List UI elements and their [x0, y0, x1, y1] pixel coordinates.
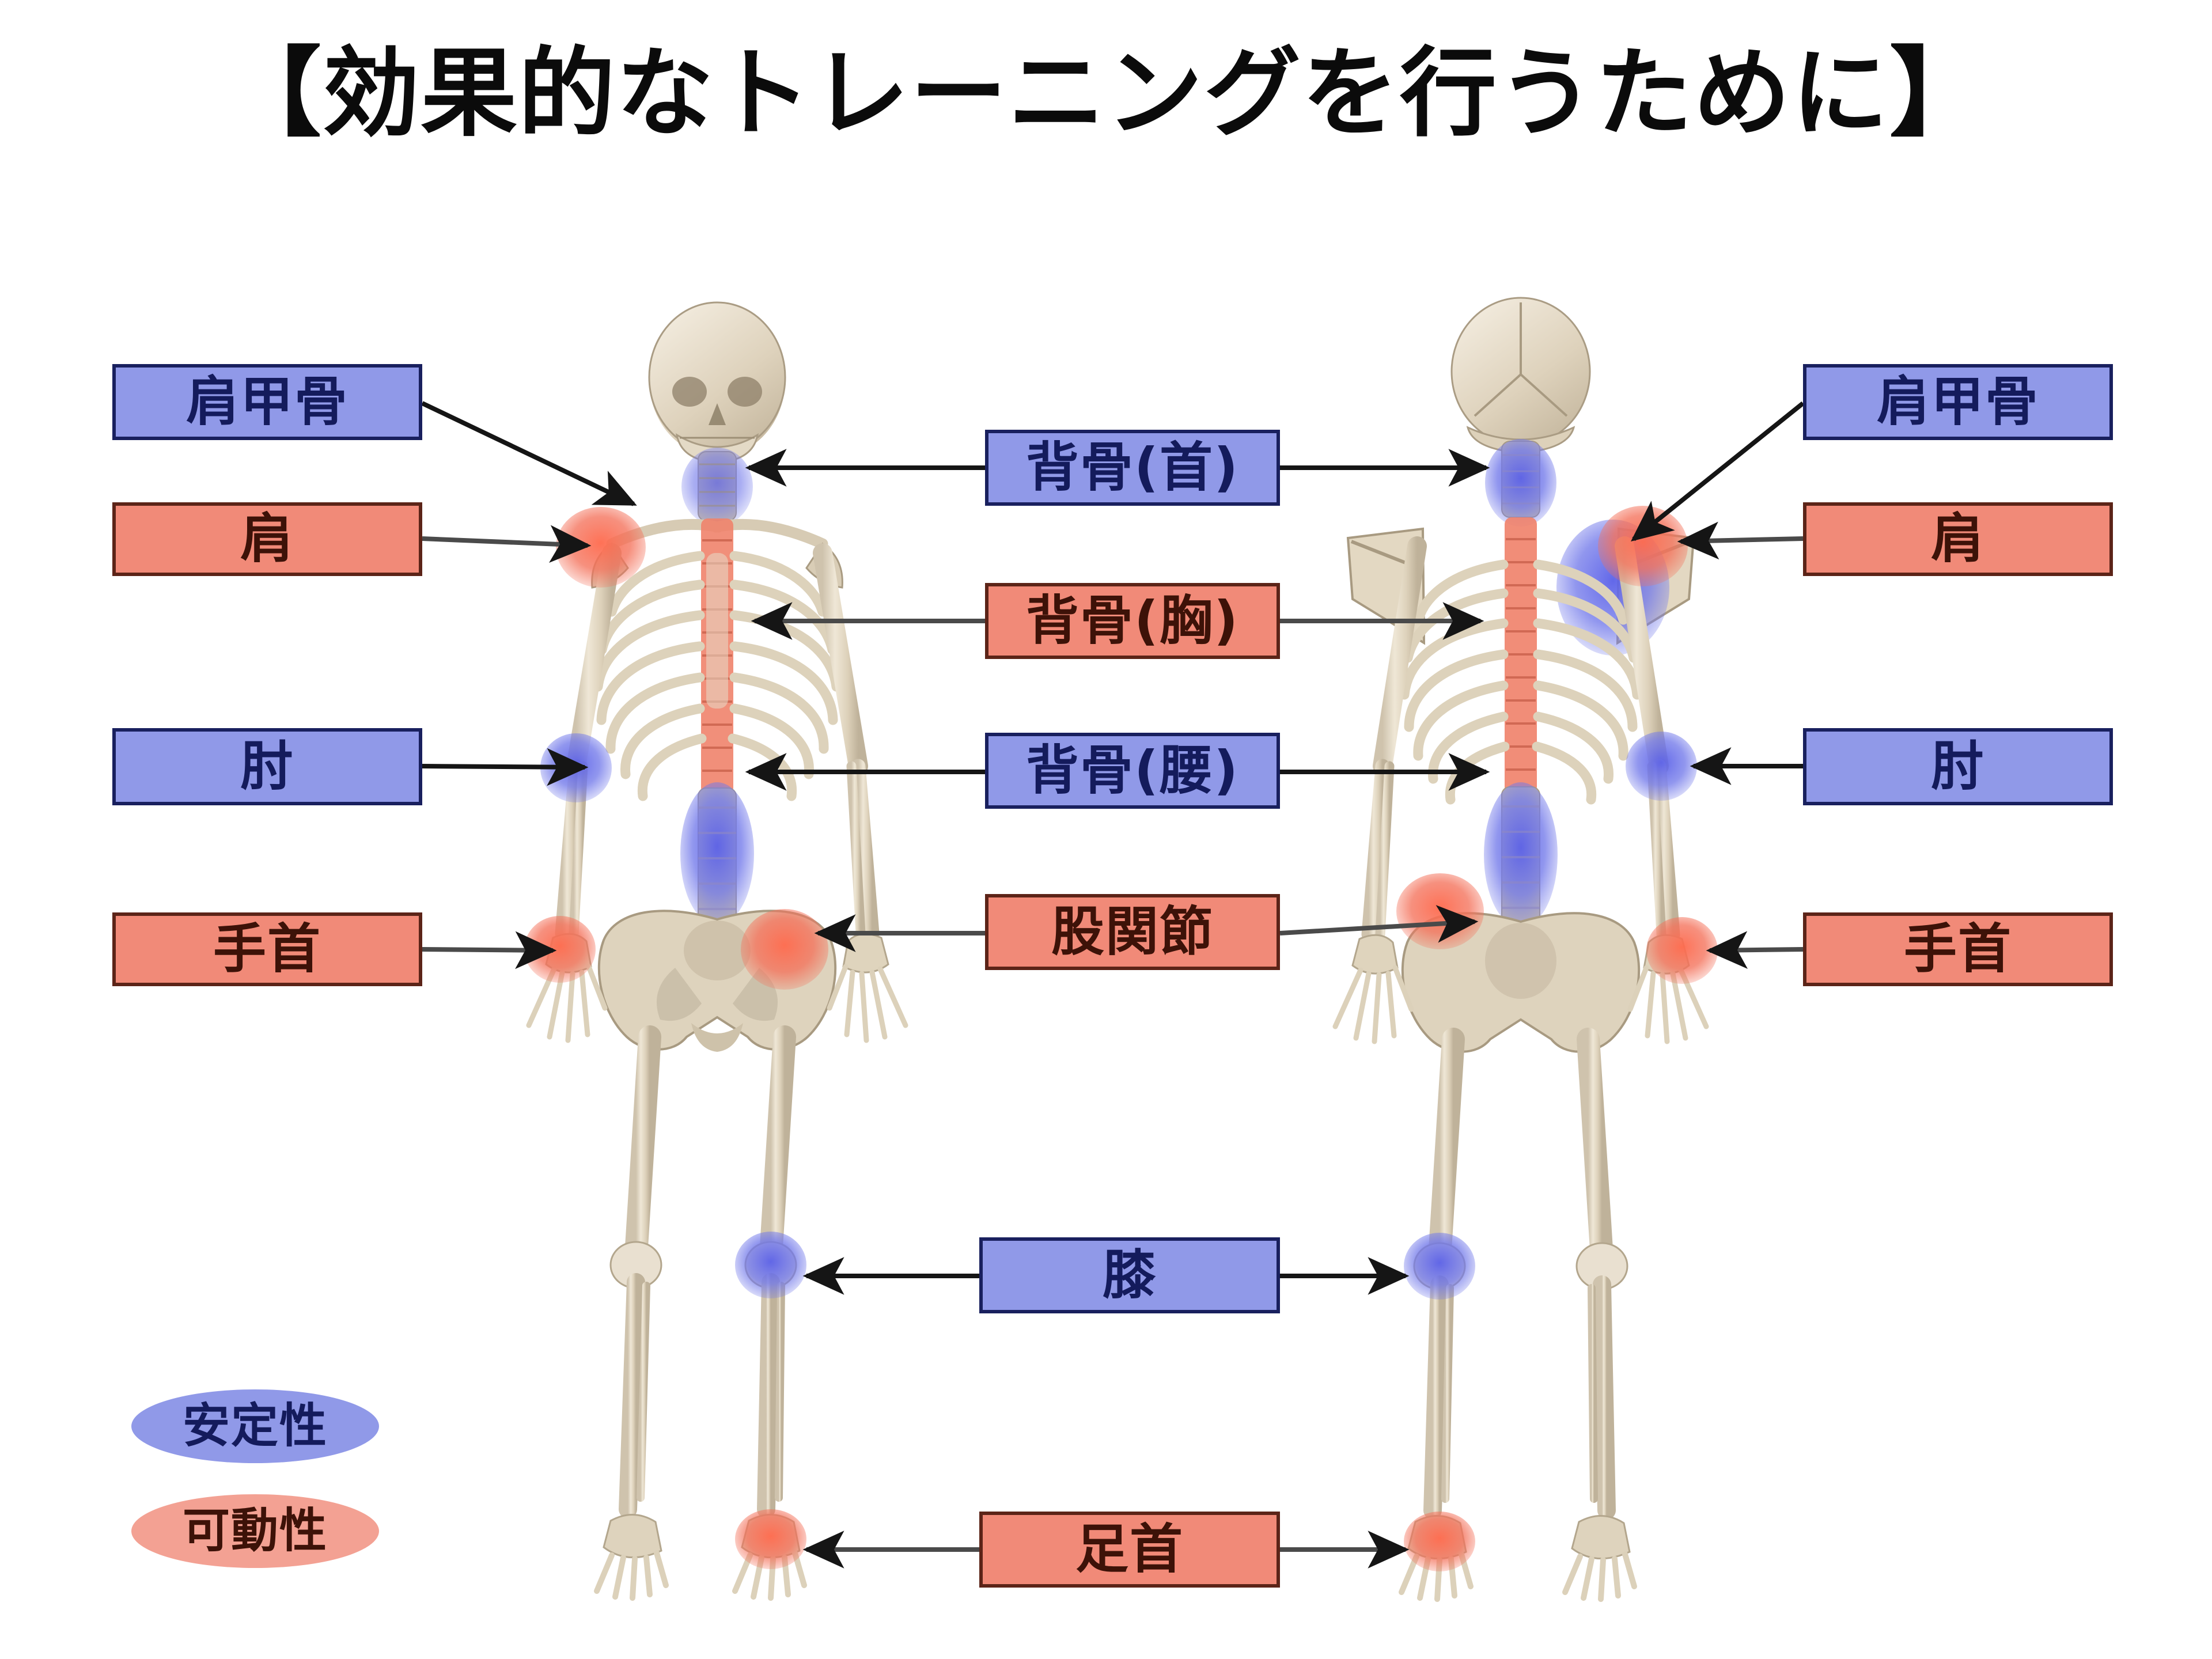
marker-shoulder-front [556, 507, 646, 588]
marker-knee-front [735, 1232, 806, 1298]
label-wrist-left[interactable]: 手首 [112, 912, 422, 986]
marker-ankle-front [735, 1509, 806, 1569]
label-elbow-right[interactable]: 肘 [1803, 728, 2113, 805]
label-text: 背骨(首) [1025, 437, 1240, 498]
skeleton-back-figure [1332, 297, 1718, 1602]
marker-knee-back [1404, 1233, 1475, 1300]
label-spine-neck[interactable]: 背骨(首) [985, 430, 1280, 506]
marker-wrist-back [1646, 917, 1718, 984]
label-spine-lumbar[interactable]: 背骨(腰) [985, 733, 1280, 809]
legend-label: 可動性 [182, 1503, 328, 1558]
label-text: 手首 [1903, 918, 2012, 980]
connector-elbow-left [422, 748, 589, 786]
label-wrist-right[interactable]: 手首 [1803, 912, 2113, 986]
label-elbow-left[interactable]: 肘 [112, 728, 422, 805]
connector-hip-back [1279, 905, 1479, 943]
label-hip-joint[interactable]: 股関節 [985, 894, 1280, 970]
connector-lines [421, 401, 1805, 1569]
label-text: 肘 [240, 736, 294, 797]
label-shoulder-right[interactable]: 肩 [1803, 502, 2113, 576]
label-text: 股関節 [1051, 901, 1214, 963]
marker-ankle-back [1404, 1512, 1475, 1571]
page-title: 【効果的なトレーニングを行うために】 [225, 37, 1987, 150]
label-text: 手首 [213, 918, 321, 980]
connector-shoulder-left [422, 525, 592, 563]
marker-elbow-front [540, 733, 612, 802]
connector-wrist-left [422, 931, 557, 969]
marker-shoulder-back [1598, 506, 1688, 586]
label-shoulder-left[interactable]: 肩 [112, 502, 422, 576]
connector-scapula-right [1631, 401, 1805, 542]
legend-item-stability: 安定性 [131, 1389, 379, 1463]
label-ankle[interactable]: 足首 [979, 1512, 1280, 1588]
marker-elbow-back [1626, 732, 1697, 801]
label-scapula-right[interactable]: 肩甲骨 [1803, 364, 2113, 440]
legend-label: 安定性 [182, 1399, 328, 1453]
label-text: 肩 [1930, 508, 1985, 570]
label-text: 背骨(腰) [1025, 740, 1240, 801]
label-spine-chest[interactable]: 背骨(胸) [985, 583, 1280, 659]
marker-scapula-back [1556, 520, 1669, 656]
marker-hip-back [1396, 873, 1484, 949]
connector-wrist-right [1706, 931, 1804, 969]
label-text: 肩甲骨 [185, 371, 349, 433]
label-text: 肩甲骨 [1876, 371, 2039, 433]
skeleton-front-figure [524, 301, 908, 1601]
legend-item-mobility: 可動性 [131, 1494, 379, 1568]
label-knee[interactable]: 膝 [979, 1237, 1280, 1313]
label-text: 背骨(胸) [1025, 590, 1240, 652]
marker-hip-front [741, 909, 828, 990]
connector-scapula-left [421, 401, 637, 506]
connector-shoulder-right [1677, 521, 1804, 560]
label-text: 肩 [240, 508, 294, 570]
label-text: 肘 [1930, 736, 1985, 797]
marker-wrist-front [524, 916, 596, 983]
label-text: 足首 [1075, 1518, 1184, 1580]
label-scapula-left[interactable]: 肩甲骨 [112, 364, 422, 440]
label-text: 膝 [1102, 1244, 1157, 1306]
